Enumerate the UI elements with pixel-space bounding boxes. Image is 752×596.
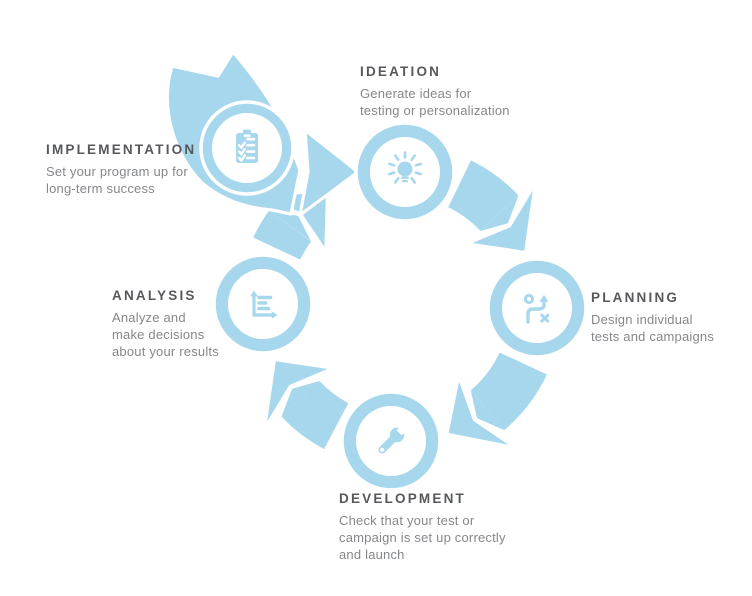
stage-title: PLANNING — [591, 290, 680, 305]
stage-description: Analyze and make decisions about your re… — [112, 310, 219, 359]
stage-description: Check that your test or campaign is set … — [339, 513, 506, 562]
wrench-icon — [378, 421, 411, 454]
node-development — [340, 390, 442, 492]
node-planning — [486, 257, 588, 359]
arrow-planning-to-development — [448, 351, 547, 445]
node-analysis — [212, 253, 314, 355]
node-implementation — [199, 100, 295, 196]
bar-chart-icon — [250, 290, 278, 319]
node-ideation — [354, 121, 456, 223]
arrow-ideation-to-planning — [447, 160, 533, 251]
lightbulb-icon — [388, 151, 422, 184]
stage-label-implementation: IMPLEMENTATION Set your program up for l… — [46, 142, 286, 197]
stage-title: ANALYSIS — [112, 288, 197, 303]
strategy-icon — [523, 293, 550, 324]
stage-label-analysis: ANALYSIS Analyze and make decisions abou… — [112, 288, 272, 360]
stage-title: DEVELOPMENT — [339, 491, 466, 506]
stage-title: IDEATION — [360, 64, 442, 79]
checklist-icon — [236, 129, 258, 163]
stage-title: IMPLEMENTATION — [46, 142, 197, 157]
stage-description: Generate ideas for testing or personaliz… — [360, 86, 510, 118]
stage-label-planning: PLANNING Design individual tests and cam… — [591, 290, 741, 345]
stage-label-ideation: IDEATION Generate ideas for testing or p… — [360, 64, 600, 119]
arrow-development-to-analysis — [267, 361, 350, 450]
stage-label-development: DEVELOPMENT Check that your test or camp… — [339, 491, 579, 563]
stage-description: Design individual tests and campaigns — [591, 312, 715, 344]
stage-description: Set your program up for long-term succes… — [46, 164, 188, 196]
